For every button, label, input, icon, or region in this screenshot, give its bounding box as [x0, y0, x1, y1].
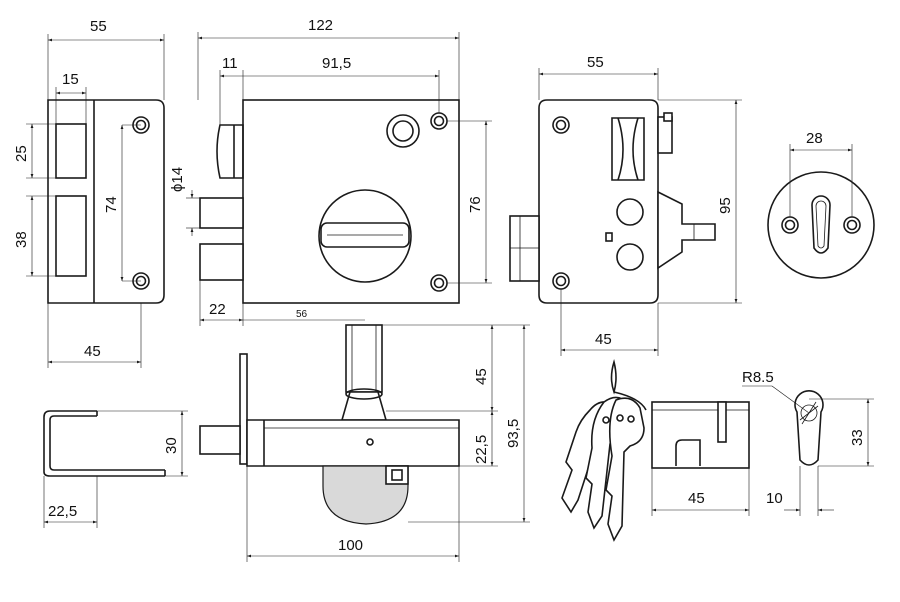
dim-plate-hole-offset: 45: [84, 343, 101, 360]
euro-cylinder-profile-dimensions: 33 10: [766, 398, 874, 516]
dim-plate-top-window: 25: [13, 145, 30, 162]
lock-top-view: [199, 324, 460, 525]
staple-dimensions: 30 22,5: [43, 410, 188, 528]
dim-staple-height: 30: [163, 437, 180, 454]
dim-case-length: 100: [338, 537, 363, 554]
lock-front-dimensions: 122 11 91,5 ϕ14 76 22 56: [169, 17, 492, 326]
euro-cylinder-side: [651, 401, 750, 469]
dim-plate-window-width: 15: [62, 71, 79, 88]
dim-lock-hole-vertical: 76: [467, 196, 484, 213]
keys-bundle: [561, 359, 647, 542]
dim-staple-width: 22,5: [48, 503, 77, 520]
lock-side-view: [509, 99, 716, 304]
euro-cylinder-dimensions: 45: [651, 468, 750, 516]
dim-knob-diameter: ϕ14: [169, 167, 186, 192]
lock-top-dimensions: 45 22,5 93,5 100: [246, 324, 530, 562]
lock-front-view: [199, 99, 460, 304]
dim-rosette-hole-spacing: 28: [806, 130, 823, 147]
dim-bolt-offset: 22: [209, 301, 226, 318]
dim-cylinder-projection: 45: [473, 368, 490, 385]
dim-plate-hole-spacing: 74: [103, 196, 120, 213]
dim-case-thickness: 22,5: [473, 435, 490, 464]
dim-side-hole-offset: 45: [595, 331, 612, 348]
dim-plate-bottom-window: 38: [13, 231, 30, 248]
dim-cylinder-height: 33: [849, 429, 866, 446]
euro-cylinder-profile: R8.5: [742, 369, 824, 466]
dim-cylinder-offset: 10: [766, 490, 783, 507]
dim-total-height: 93,5: [505, 419, 522, 448]
dim-cylinder-length: 45: [688, 490, 705, 507]
keeper-staple: [43, 410, 166, 477]
strike-plate-front-view: [47, 99, 165, 304]
dim-knob-offset: 56: [296, 309, 308, 320]
dim-lock-width: 122: [308, 17, 333, 34]
rosette-dimensions: 28: [789, 130, 853, 217]
dim-bolt-projection: 11: [222, 55, 238, 72]
dim-plate-width: 55: [90, 18, 107, 35]
dim-side-width: 55: [587, 54, 604, 71]
lock-side-dimensions: 55 95 45: [538, 54, 742, 356]
dim-cylinder-radius: R8.5: [742, 369, 774, 386]
dim-lock-hole-spacing: 91,5: [322, 55, 351, 72]
dim-side-height: 95: [717, 197, 734, 214]
cylinder-rosette: [767, 171, 875, 279]
strike-plate-dimensions: 55 15 25 38 74 45: [13, 18, 165, 368]
